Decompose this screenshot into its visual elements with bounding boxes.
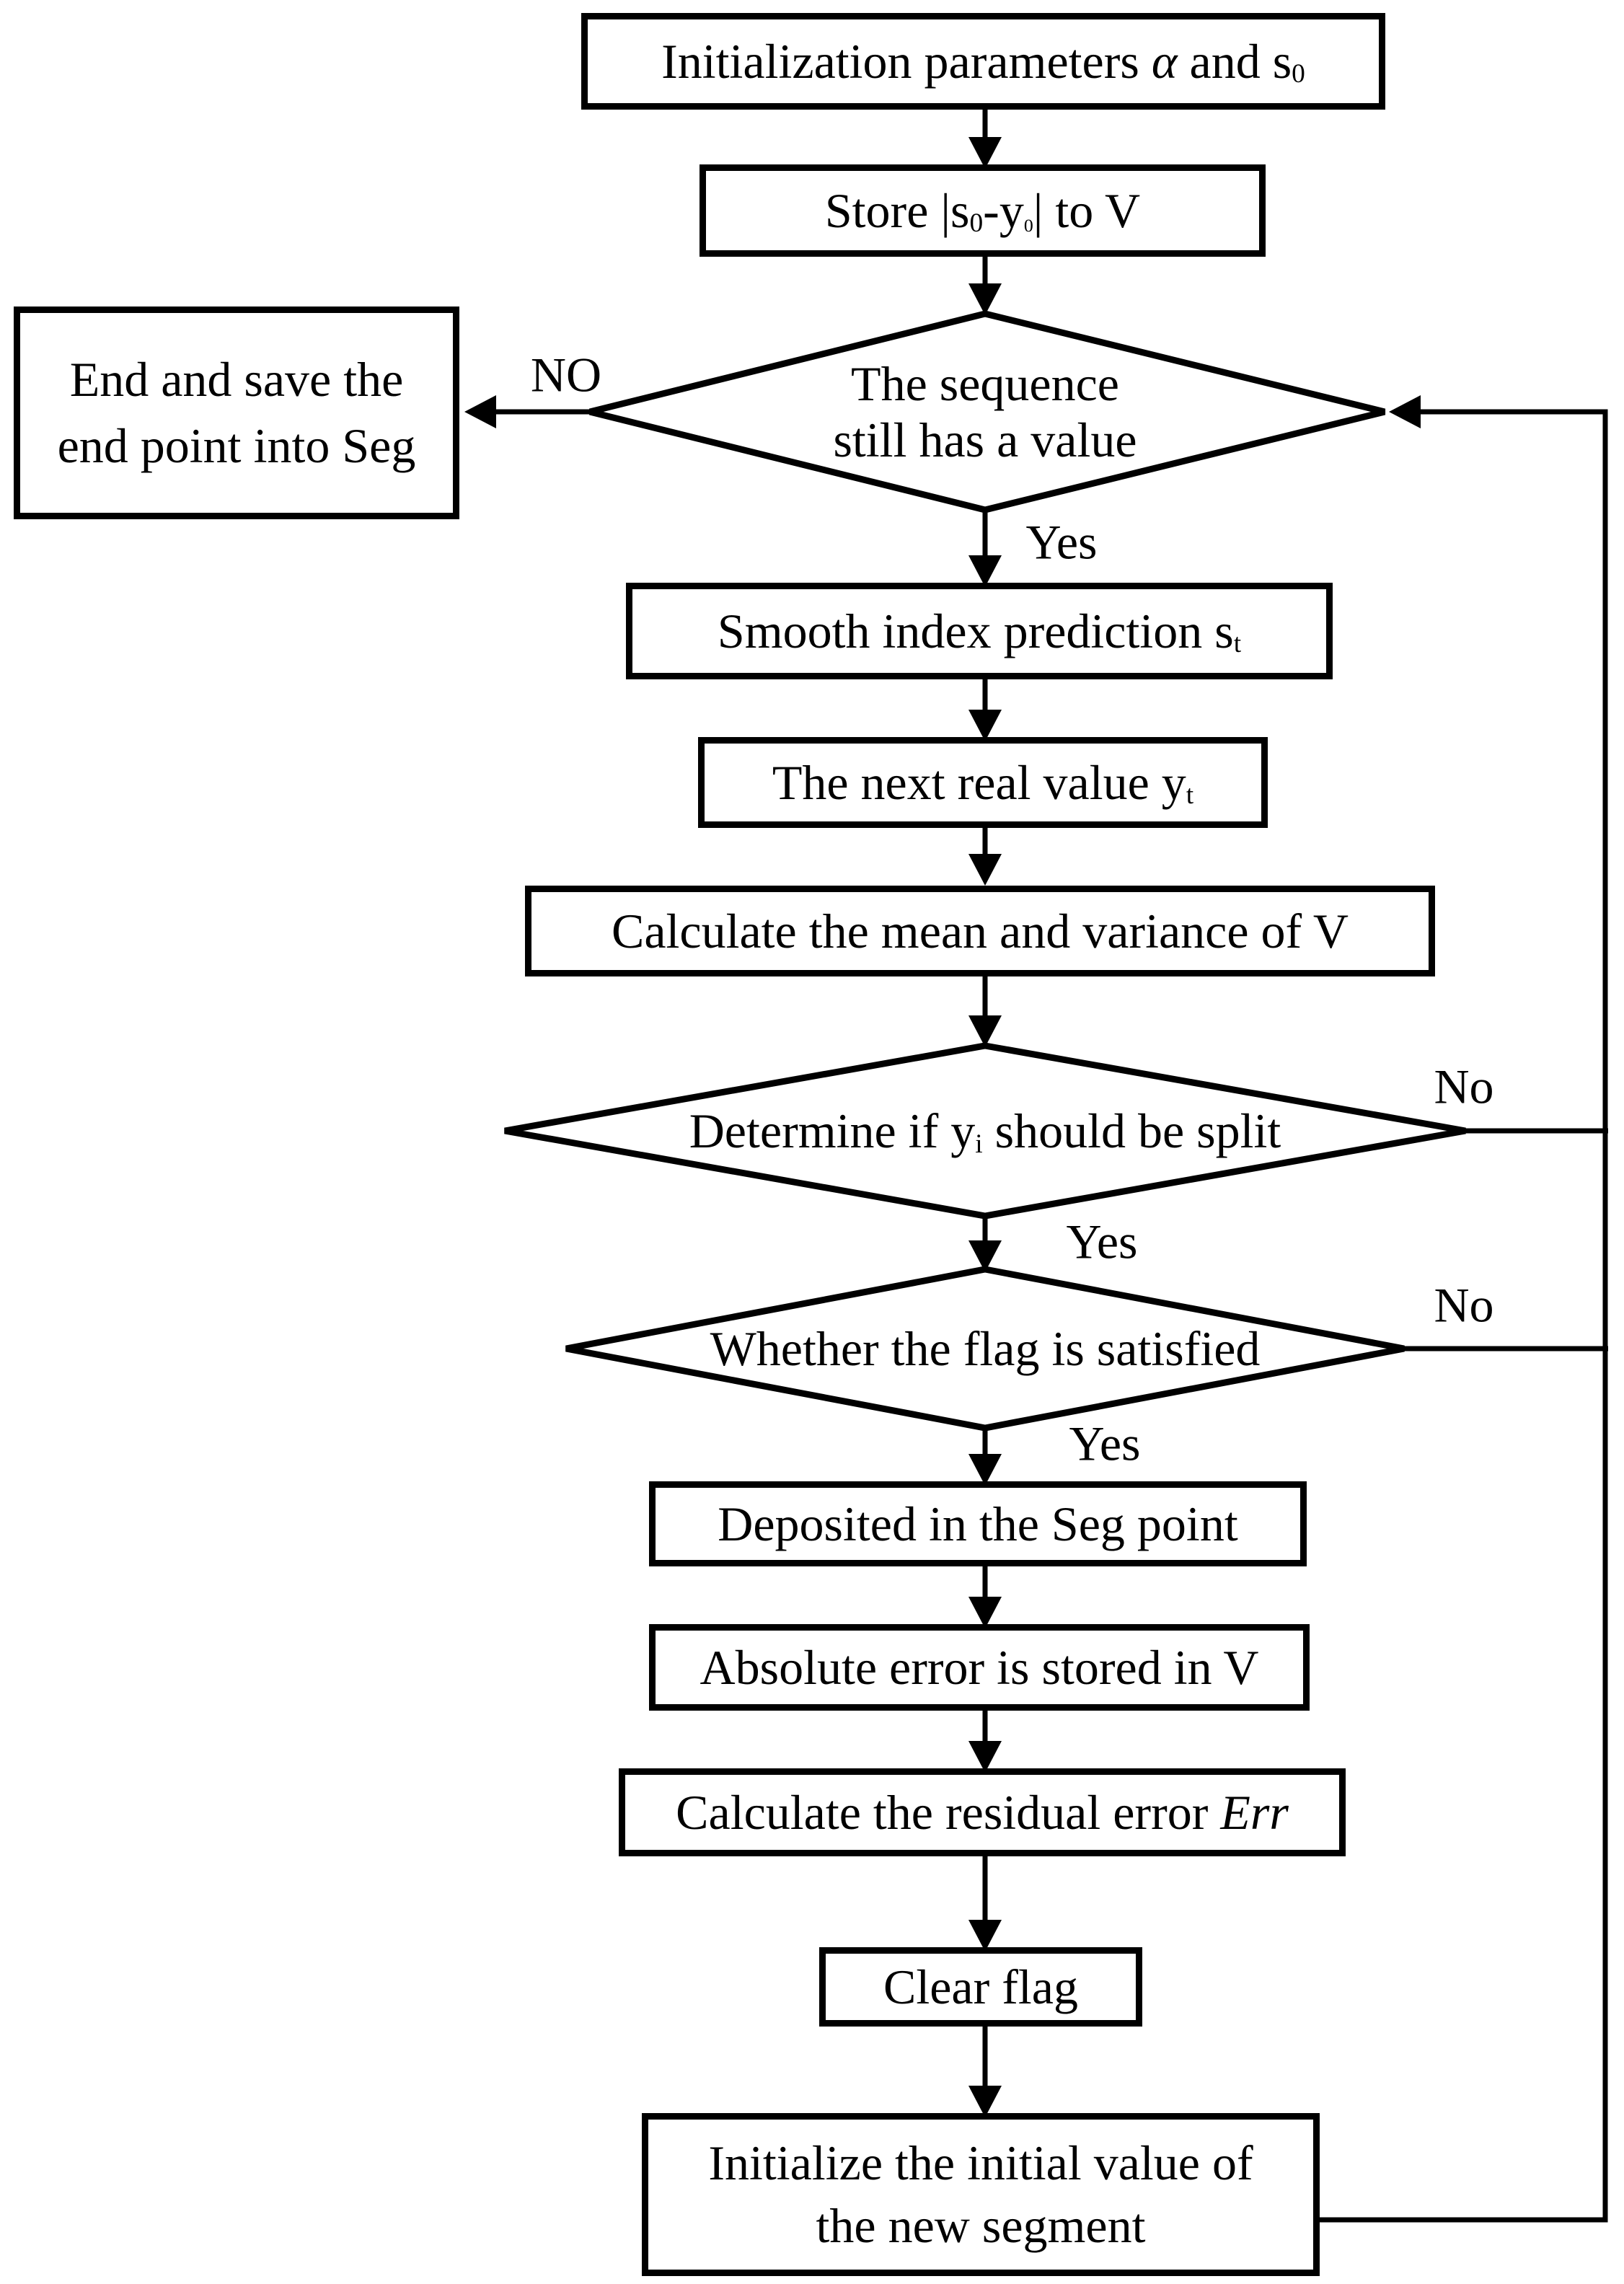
process-store-v: Store |s0-y0| to V bbox=[700, 164, 1266, 257]
label-no-flag: No bbox=[1434, 1277, 1494, 1333]
process-residual-error-label: Calculate the residual error Err bbox=[676, 1784, 1289, 1840]
process-init-new-segment: Initialize the initial value of the new … bbox=[642, 2113, 1320, 2276]
arrow-residual-to-clearflag bbox=[968, 1855, 1002, 1952]
process-initialization-label: Initialization parameters α and s0 bbox=[661, 33, 1305, 89]
arrow-store-to-sequence bbox=[968, 255, 1002, 315]
no-sequence-arrowhead-icon bbox=[464, 395, 496, 428]
decision-flag-label: Whether the flag is satisfied bbox=[710, 1320, 1261, 1376]
arrow-init-to-store bbox=[968, 108, 1002, 169]
process-residual-error: Calculate the residual error Err bbox=[619, 1768, 1346, 1856]
loop-back-arrowhead-icon bbox=[1389, 395, 1421, 428]
process-end-save-seg-line2: end point into Seg bbox=[57, 418, 416, 473]
arrow-smooth-to-nextreal bbox=[968, 678, 1002, 741]
decision-sequence-line1: The sequence bbox=[851, 356, 1119, 411]
decision-flag-shape bbox=[565, 1266, 1405, 1432]
decision-split-shape bbox=[504, 1042, 1466, 1220]
process-deposit-seg: Deposited in the Seg point bbox=[649, 1481, 1307, 1566]
process-clear-flag-label: Clear flag bbox=[883, 1959, 1078, 2014]
process-absolute-error-label: Absolute error is stored in V bbox=[700, 1639, 1259, 1695]
label-no-split: No bbox=[1434, 1059, 1494, 1114]
process-clear-flag: Clear flag bbox=[819, 1947, 1142, 2027]
process-calc-mean-variance: Calculate the mean and variance of V bbox=[525, 886, 1435, 976]
arrow-sequence-to-smooth bbox=[968, 508, 1002, 587]
decision-sequence-shape bbox=[588, 310, 1386, 513]
decision-sequence-line2: still has a value bbox=[833, 413, 1137, 467]
label-no-sequence: NO bbox=[530, 347, 602, 402]
label-yes-sequence: Yes bbox=[1025, 514, 1098, 570]
process-deposit-seg-label: Deposited in the Seg point bbox=[718, 1496, 1238, 1551]
decision-sequence-text: The sequence still has a value bbox=[625, 314, 1346, 510]
arrow-split-to-flag bbox=[968, 1214, 1002, 1272]
process-next-real-value: The next real value yt bbox=[698, 737, 1268, 828]
label-yes-split: Yes bbox=[1066, 1214, 1138, 1269]
process-absolute-error: Absolute error is stored in V bbox=[649, 1624, 1310, 1711]
loop-back-line bbox=[1320, 409, 1608, 2223]
arrow-calcmean-to-split bbox=[968, 975, 1002, 1047]
process-end-save-seg-line1: End and save the bbox=[69, 351, 404, 407]
arrow-abserror-to-residual bbox=[968, 1709, 1002, 1773]
decision-split-text: Determine if yi should be split bbox=[516, 1046, 1454, 1216]
arrow-clearflag-to-initseg bbox=[968, 2025, 1002, 2117]
process-init-new-segment-line1: Initialize the initial value of bbox=[708, 2135, 1253, 2190]
process-store-v-label: Store |s0-y0| to V bbox=[824, 182, 1141, 239]
process-next-real-value-label: The next real value yt bbox=[772, 754, 1194, 811]
process-initialization: Initialization parameters α and s0 bbox=[581, 13, 1385, 110]
process-calc-mean-variance-label: Calculate the mean and variance of V bbox=[611, 903, 1349, 958]
label-yes-flag: Yes bbox=[1069, 1416, 1141, 1471]
decision-flag-text: Whether the flag is satisfied bbox=[552, 1269, 1418, 1428]
process-smooth-prediction-label: Smooth index prediction st bbox=[717, 603, 1242, 659]
arrow-flag-to-deposit bbox=[968, 1427, 1002, 1486]
process-smooth-prediction: Smooth index prediction st bbox=[626, 583, 1333, 679]
process-init-new-segment-line2: the new segment bbox=[816, 2198, 1146, 2253]
decision-split-label: Determine if yi should be split bbox=[689, 1103, 1281, 1159]
process-end-save-seg: End and save the end point into Seg bbox=[14, 307, 459, 519]
arrow-deposit-to-abserror bbox=[968, 1565, 1002, 1628]
